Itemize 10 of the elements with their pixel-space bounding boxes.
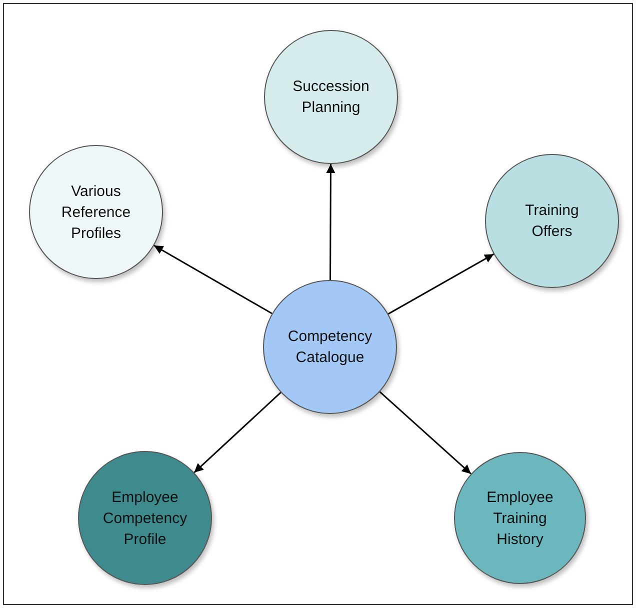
node-label: Various Reference Profiles: [60, 182, 132, 244]
arrow: [154, 244, 272, 314]
arrow: [388, 253, 494, 315]
node-label: Employee Competency Profile: [102, 488, 188, 550]
node-label: Employee Training History: [486, 488, 554, 550]
arrow: [379, 391, 472, 474]
node-label: Training Offers: [524, 201, 580, 242]
node-label: Competency Catalogue: [286, 327, 374, 368]
arrow: [326, 164, 336, 280]
node-label: Succession Planning: [292, 77, 370, 118]
